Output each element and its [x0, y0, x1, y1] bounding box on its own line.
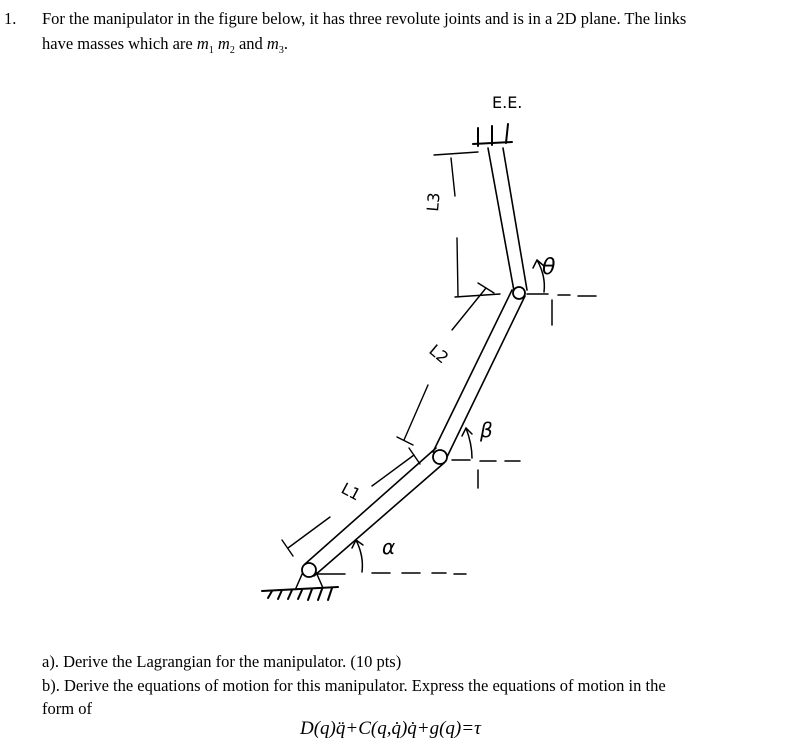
- mass-2: m2: [217, 34, 235, 56]
- theta-label: θ: [542, 255, 556, 280]
- question-text-line1: For the manipulator in the figure below,…: [42, 9, 687, 28]
- l1-dimension: [281, 447, 421, 557]
- joint-3: [512, 286, 526, 300]
- beta-reference-line: [451, 459, 521, 462]
- and-word: and: [238, 34, 263, 53]
- link-2-label: L2: [425, 341, 452, 368]
- question-number: 1.: [4, 9, 17, 28]
- end-effector-label: E.E.: [492, 93, 522, 112]
- theta-reference-line: [526, 293, 597, 297]
- link-2: [432, 289, 526, 458]
- joint-2: [432, 449, 448, 465]
- sentence-period: .: [283, 34, 288, 53]
- link-1-label: L1: [338, 479, 364, 505]
- l3-dimension: [433, 151, 501, 298]
- alpha-reference-line: [317, 572, 467, 575]
- alpha-label: α: [382, 535, 395, 559]
- mass-3: m3: [266, 34, 284, 56]
- alpha-arc: [355, 539, 364, 573]
- joint-1: [301, 562, 317, 578]
- ground-hatch: [261, 586, 339, 601]
- link-3: [487, 147, 528, 292]
- link-1: [304, 447, 445, 577]
- question-text-line2: have masses which are m1 m2 and m3.: [42, 32, 288, 59]
- beta-arc: [465, 427, 473, 459]
- mass-1: m1: [196, 34, 214, 56]
- manipulator-figure: E.E. L3 L2 L1 α β θ: [261, 93, 597, 601]
- part-b-continuation: form of: [42, 699, 92, 718]
- link-3-label: L3: [423, 192, 444, 213]
- question-text-prefix: have masses which are: [42, 34, 193, 53]
- part-a-text: a). Derive the Lagrangian for the manipu…: [42, 652, 402, 671]
- beta-label: β: [479, 418, 493, 442]
- equation-of-motion: D(q)q̈+C(q,q̇)q̇+g(q)=τ: [300, 718, 481, 739]
- theta-arc: [536, 259, 546, 293]
- end-effector-mark: [472, 123, 513, 147]
- part-b-text: b). Derive the equations of motion for t…: [42, 676, 666, 695]
